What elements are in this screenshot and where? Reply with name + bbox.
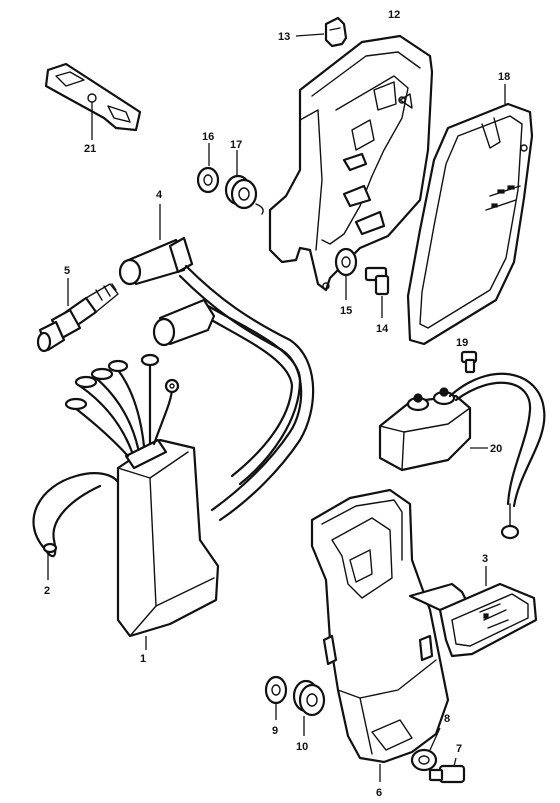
callout-6: 6 <box>376 787 382 799</box>
part-6-lower-bracket <box>310 488 450 782</box>
part-21-strap <box>44 62 142 140</box>
callout-17: 17 <box>230 139 242 151</box>
part-17-grommet <box>224 150 264 215</box>
part-14-bolt <box>364 266 390 318</box>
part-4-plug-boot <box>118 204 194 286</box>
part-13-clip <box>295 16 348 48</box>
callout-18: 18 <box>498 71 510 83</box>
callout-2: 2 <box>44 585 50 597</box>
callout-16: 16 <box>202 131 214 143</box>
callout-8: 8 <box>444 713 450 725</box>
part-1-cdi-unit <box>64 353 220 650</box>
callout-12: 12 <box>388 9 400 21</box>
callout-9: 9 <box>272 725 278 737</box>
part-16-washer <box>196 143 220 194</box>
part-20-relay <box>378 372 546 540</box>
callout-20: 20 <box>490 443 502 455</box>
part-15-washer <box>334 247 358 300</box>
callout-19: 19 <box>456 337 468 349</box>
part-7-bolt <box>428 757 466 784</box>
callout-21: 21 <box>84 143 96 155</box>
callout-4: 4 <box>156 189 163 201</box>
callout-14: 14 <box>376 323 389 335</box>
part-9-washer <box>264 675 288 720</box>
high-tension-leads <box>152 264 315 522</box>
part-10-grommet <box>292 679 326 736</box>
callout-3: 3 <box>482 553 488 565</box>
callout-1: 1 <box>140 653 146 665</box>
callout-10: 10 <box>296 741 308 753</box>
callout-5: 5 <box>64 265 70 277</box>
callout-labels: 1 2 3 4 5 6 7 8 9 10 12 13 14 15 16 17 1… <box>44 9 510 799</box>
part-8-washer <box>410 727 441 772</box>
part-3-cover <box>408 566 538 658</box>
part-5-spark-plug <box>36 278 119 353</box>
part-19-screw <box>460 350 478 374</box>
callout-13: 13 <box>278 31 290 43</box>
part-2-wire-loop <box>32 472 120 580</box>
callout-7: 7 <box>456 743 462 755</box>
part-12-bracket <box>268 34 434 292</box>
callout-15: 15 <box>340 305 352 317</box>
part-18-cover <box>406 84 534 346</box>
